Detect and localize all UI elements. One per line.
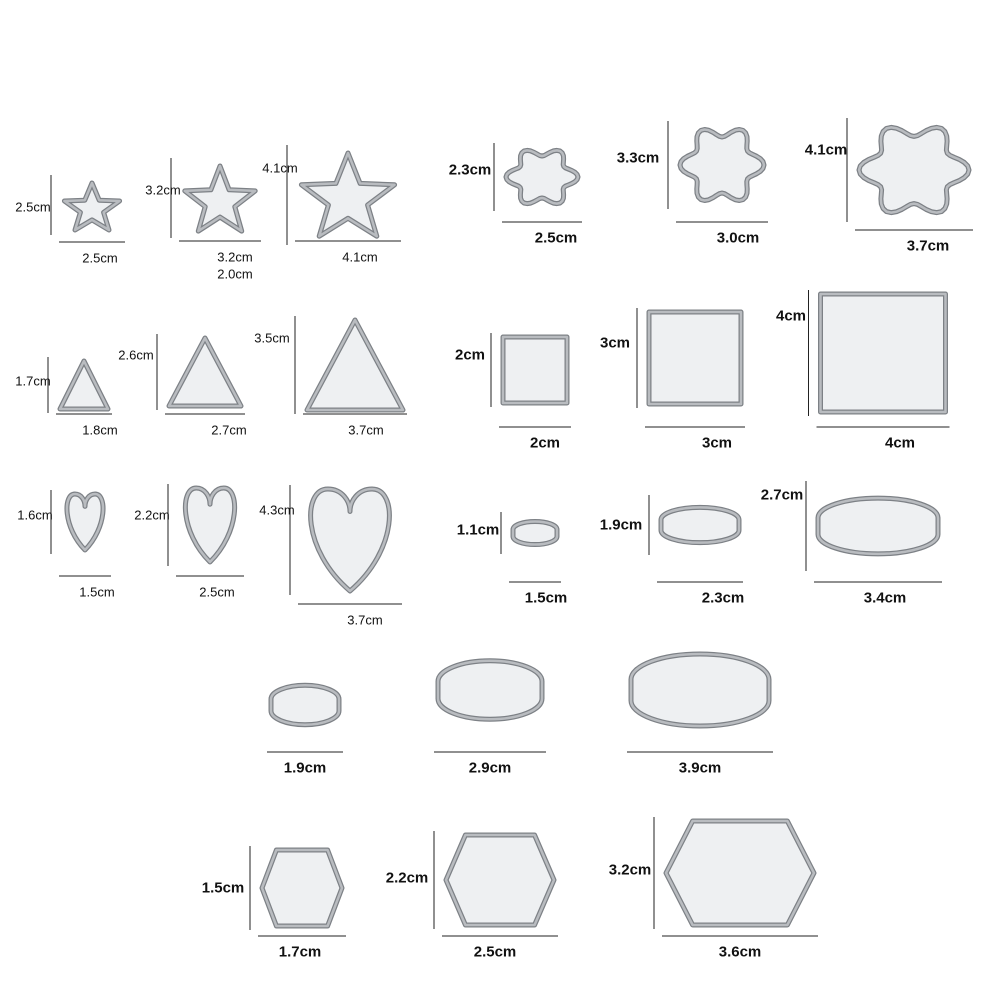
oval-cutter [658,504,742,546]
heart-height-label: 4.3cm [259,502,295,518]
circle-cutter [268,682,342,728]
oval-cutter-edge [816,496,940,556]
star-width-label: 2.5cm [82,250,118,266]
oval-height-label: 1.1cm [456,521,500,539]
hexagon-cutter-edge [260,848,344,928]
square-height-label: 3cm [599,334,631,352]
flower-cutter-edge [678,128,766,202]
oval-height-label: 1.9cm [599,516,643,534]
square-cutter-edge [501,335,569,405]
hexagon-height-label: 2.2cm [385,869,429,887]
flower-cutter [677,127,767,203]
triangle-height-label: 2.6cm [118,347,154,363]
oval-cutter-edge [659,506,741,544]
star-cutter-edge [63,181,121,232]
oval-width-label: 3.4cm [863,589,907,607]
flower-height-label: 3.3cm [616,149,660,167]
oval-height-label: 2.7cm [760,486,804,504]
circle-cutter [435,658,545,722]
heart-width-label: 1.5cm [79,584,115,600]
triangle-cutter [304,317,406,413]
triangle-width-label: 3.7cm [348,422,384,438]
hexagon-cutter-edge [444,833,556,927]
circle-width-label: 1.9cm [283,759,327,777]
triangle-cutter-edge [305,318,405,412]
flower-width-label: 3.7cm [906,237,950,255]
square-height-label: 2cm [454,346,486,364]
triangle-cutter-edge [58,359,110,411]
heart-cutter-edge [184,486,236,564]
star-extra-label: 2.0cm [217,266,253,282]
square-width-label: 2cm [529,434,561,452]
heart-width-label: 3.7cm [347,612,383,628]
star-cutter-edge [183,164,257,233]
flower-width-label: 2.5cm [534,229,578,247]
oval-width-label: 1.5cm [524,589,568,607]
oval-cutter [815,495,941,557]
star-height-label: 2.5cm [15,199,51,215]
hexagon-cutter-edge [664,819,816,927]
flower-cutter-edge [504,149,580,205]
circle-cutter-edge [436,659,544,721]
star-height-label: 3.2cm [145,182,181,198]
square-height-label: 4cm [775,307,807,325]
circle-cutter-edge [269,684,341,726]
hexagon-height-label: 1.5cm [201,879,245,897]
square-width-label: 3cm [701,434,733,452]
triangle-cutter [57,358,111,412]
hexagon-cutter [259,847,345,929]
circle-cutter [628,651,772,729]
flower-height-label: 4.1cm [804,141,848,159]
star-width-label: 3.2cm [217,249,253,265]
flower-height-label: 2.3cm [448,161,492,179]
oval-cutter-edge [511,520,559,546]
square-cutter-edge [819,292,947,414]
star-height-label: 4.1cm [262,160,298,176]
star-cutter-edge [300,151,396,238]
circle-width-label: 3.9cm [678,759,722,777]
flower-cutter [503,147,581,207]
heart-height-label: 1.6cm [17,507,53,523]
hexagon-height-label: 3.2cm [608,861,652,879]
triangle-width-label: 2.7cm [211,422,247,438]
circle-cutter-edge [629,652,771,728]
square-cutter [646,309,744,407]
square-cutter [818,291,948,415]
hexagon-cutter [443,832,557,928]
flower-cutter-edge [857,126,971,214]
triangle-height-label: 1.7cm [15,373,51,389]
hexagon-width-label: 1.7cm [278,943,322,961]
triangle-cutter-edge [167,336,243,408]
square-cutter [500,334,570,406]
hexagon-width-label: 3.6cm [718,943,762,961]
oval-width-label: 2.3cm [701,589,745,607]
triangle-width-label: 1.8cm [82,422,118,438]
heart-cutter-edge [65,492,105,552]
flower-width-label: 3.0cm [716,229,760,247]
hexagon-cutter [663,818,817,928]
circle-width-label: 2.9cm [468,759,512,777]
flower-cutter [856,124,972,216]
triangle-cutter [166,335,244,409]
heart-height-label: 2.2cm [134,507,170,523]
square-cutter-edge [647,310,743,406]
heart-width-label: 2.5cm [199,584,235,600]
star-width-label: 4.1cm [342,249,378,265]
triangle-height-label: 3.5cm [254,330,290,346]
square-width-label: 4cm [884,434,916,452]
hexagon-width-label: 2.5cm [473,943,517,961]
heart-cutter-edge [309,487,391,593]
